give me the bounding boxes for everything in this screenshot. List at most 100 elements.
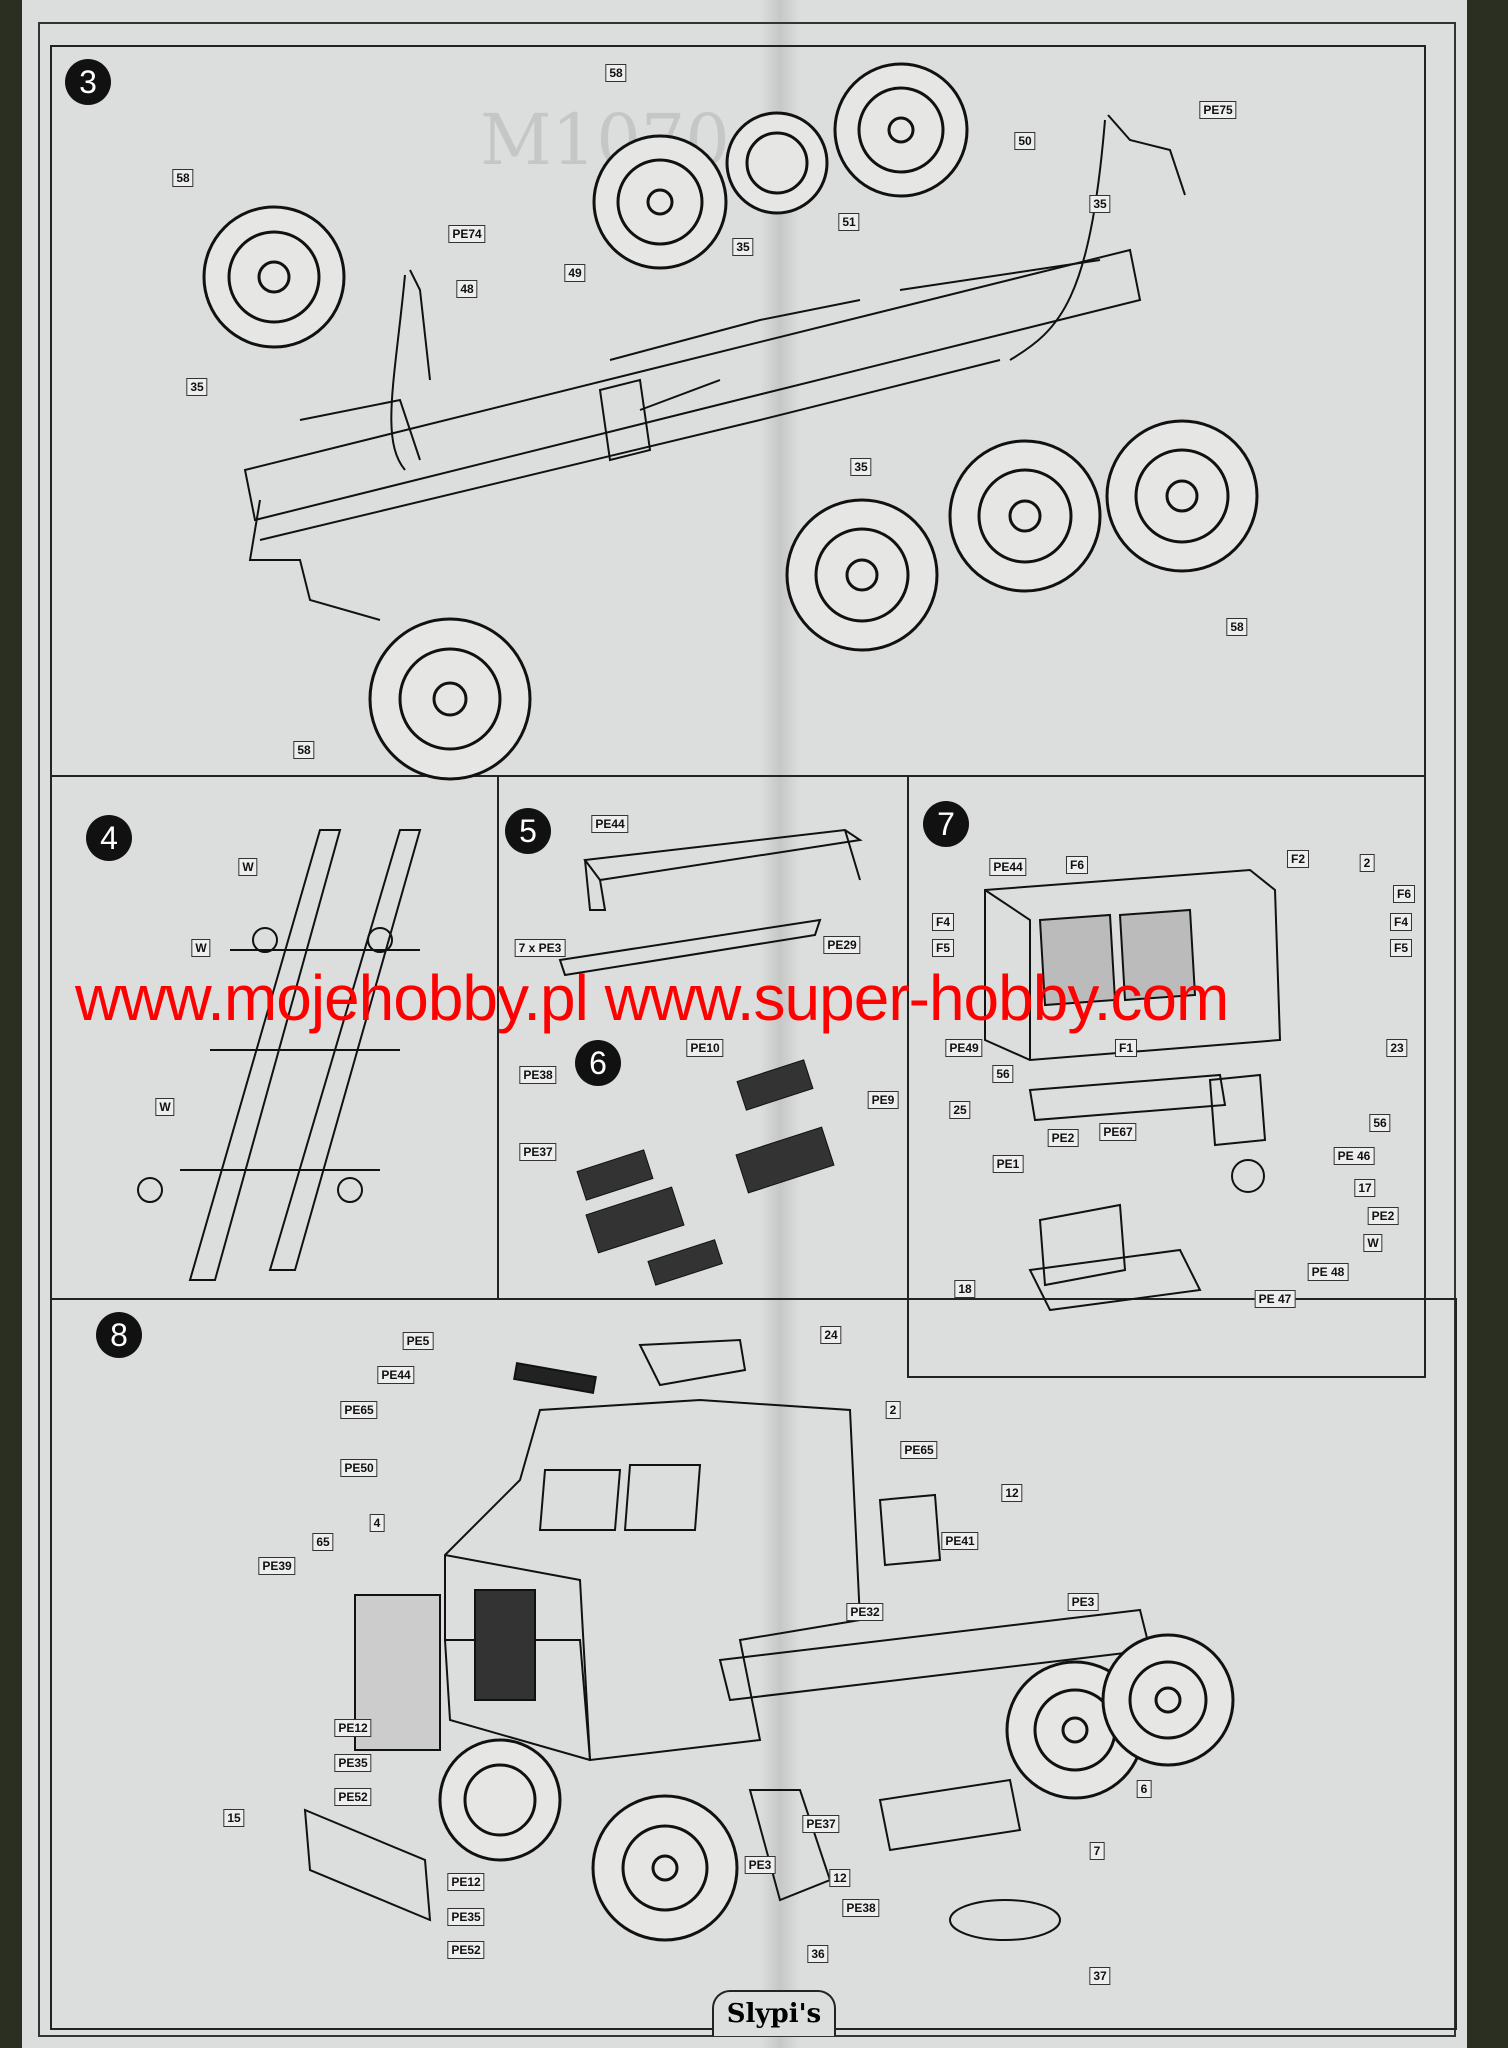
part-label: 65 — [312, 1533, 334, 1551]
part-label: PE1 — [992, 1155, 1024, 1173]
part-label: F4 — [931, 913, 955, 931]
part-label: F2 — [1286, 850, 1310, 868]
part-label: F6 — [1065, 856, 1089, 874]
part-label: PE5 — [402, 1332, 434, 1350]
part-label: PE9 — [867, 1091, 899, 1109]
wheel — [438, 1738, 562, 1862]
part-label: 37 — [1089, 1967, 1111, 1985]
step-7-cab — [984, 868, 1282, 1312]
part-label: PE65 — [900, 1441, 938, 1459]
step-6-grilles — [576, 1059, 835, 1286]
part-label: F6 — [1392, 885, 1416, 903]
part-label: PE75 — [1199, 101, 1237, 119]
part-label: PE37 — [802, 1815, 840, 1833]
air-tanks-37 — [949, 1899, 1061, 1941]
chassis-frame — [243, 248, 1142, 621]
part-label: 18 — [954, 1280, 976, 1298]
part-label: PE12 — [334, 1719, 372, 1737]
slypis-logo: Slypi's — [712, 1990, 836, 2036]
wheel — [948, 439, 1102, 593]
sheet-frame — [38, 22, 1456, 2037]
part-label: PE12 — [447, 1873, 485, 1891]
step-6-number: 6 — [575, 1040, 621, 1086]
light-24 — [638, 1338, 747, 1387]
wheel — [1101, 1633, 1235, 1767]
windows — [538, 1464, 702, 1531]
part-label: PE52 — [447, 1941, 485, 1959]
step-3-chassis — [243, 114, 1186, 621]
part-label: PE37 — [519, 1143, 557, 1161]
part-label: 12 — [829, 1869, 851, 1887]
part-label: 49 — [564, 264, 586, 282]
step-7-number: 7 — [923, 801, 969, 847]
part-label: PE38 — [519, 1066, 557, 1084]
part-label: 35 — [850, 458, 872, 476]
part-label: PE 47 — [1254, 1290, 1296, 1308]
part-label: PE10 — [686, 1039, 724, 1057]
part-label: F4 — [1389, 913, 1413, 931]
part-label: 7 — [1089, 1842, 1105, 1860]
part-label: PE50 — [340, 1459, 378, 1477]
part-label: PE35 — [447, 1908, 485, 1926]
part-label: PE65 — [340, 1401, 378, 1419]
part-label: PE3 — [1067, 1593, 1099, 1611]
step-8-wheels — [438, 1633, 1235, 1942]
part-label: PE2 — [1047, 1129, 1079, 1147]
step-4-chassis — [137, 829, 422, 1281]
pe74-rail — [390, 269, 431, 471]
bumper-15 — [303, 1808, 432, 1922]
part-label: 15 — [223, 1809, 245, 1827]
cab — [444, 1398, 862, 1762]
part-label: 50 — [1014, 132, 1036, 150]
part-label: PE52 — [334, 1788, 372, 1806]
part-label: 6 — [1136, 1780, 1152, 1798]
step-5-visor — [558, 828, 863, 977]
part-label: PE44 — [377, 1366, 415, 1384]
wheel — [833, 62, 969, 198]
hood — [444, 1554, 591, 1761]
part-label: PE 46 — [1333, 1147, 1375, 1165]
part-label: W — [191, 939, 211, 957]
step-7-panel — [907, 775, 1426, 1378]
pe75-rail — [1009, 114, 1186, 361]
part-label: 56 — [1369, 1114, 1391, 1132]
part-label: F1 — [1114, 1039, 1138, 1057]
part-label: 35 — [1089, 195, 1111, 213]
part-label: 58 — [172, 169, 194, 187]
part-label: 24 — [820, 1326, 842, 1344]
part-label: PE44 — [989, 858, 1027, 876]
part-label: PE41 — [941, 1532, 979, 1550]
radiator — [474, 1589, 536, 1701]
part-label: 23 — [1386, 1039, 1408, 1057]
part-label: 51 — [838, 213, 860, 231]
wheel — [368, 617, 532, 781]
visor-pe5 — [513, 1362, 597, 1394]
part-label: PE2 — [1367, 1207, 1399, 1225]
part-label: PE74 — [448, 225, 486, 243]
part-label: 25 — [949, 1101, 971, 1119]
part-label: 48 — [456, 280, 478, 298]
part-label: F5 — [1389, 939, 1413, 957]
wheel — [725, 111, 829, 215]
part-label: 36 — [807, 1945, 829, 1963]
part-label: PE38 — [842, 1899, 880, 1917]
part-label: F5 — [931, 939, 955, 957]
part-label: 56 — [992, 1065, 1014, 1083]
part-label: PE35 — [334, 1754, 372, 1772]
part-label: W — [1363, 1234, 1383, 1252]
wheel — [1105, 419, 1259, 573]
watermark-text: www.mojehobby.pl www.super-hobby.com — [75, 962, 1229, 1034]
part-label: W — [155, 1098, 175, 1116]
part-label: PE3 — [744, 1856, 776, 1874]
fuel-tank — [598, 378, 652, 462]
part-label: 2 — [1359, 854, 1375, 872]
part-label: 58 — [605, 64, 627, 82]
part-label: PE67 — [1099, 1123, 1137, 1141]
wheel — [202, 205, 346, 349]
part-label: PE32 — [846, 1603, 884, 1621]
part-label: 58 — [293, 741, 315, 759]
part-label: 2 — [885, 1401, 901, 1419]
part-label: 35 — [732, 238, 754, 256]
step-8-number: 8 — [96, 1312, 142, 1358]
